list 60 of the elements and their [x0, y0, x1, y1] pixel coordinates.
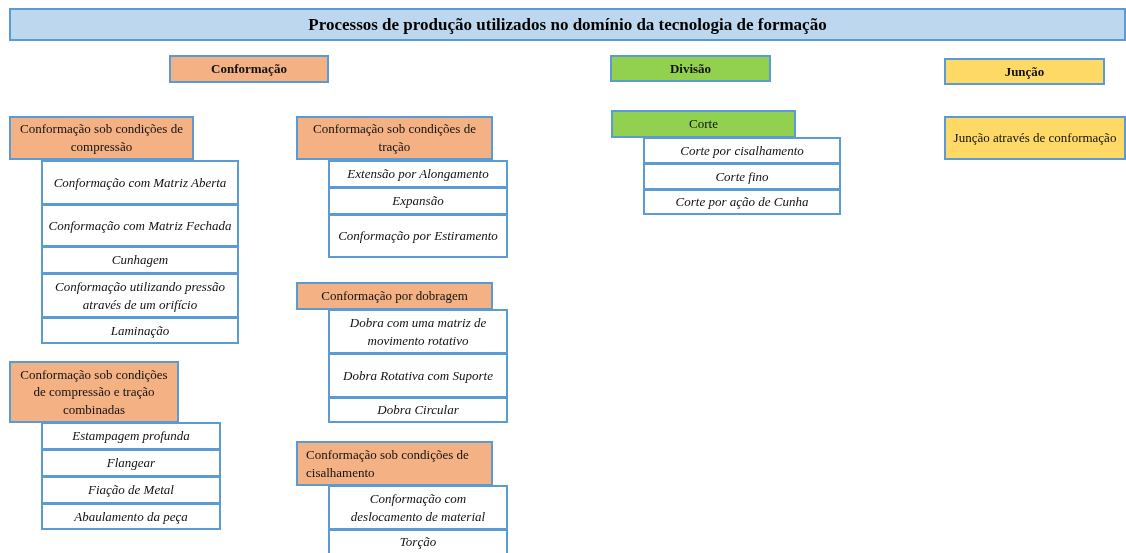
box-label: Conformação sob condições de tração — [312, 120, 477, 156]
group-box — [944, 116, 1126, 160]
box-label: Corte — [689, 115, 718, 133]
box-label: Extensão por Alongamento — [347, 165, 489, 183]
box-label: Corte por ação de Cunha — [675, 193, 809, 211]
group-box — [296, 116, 493, 160]
category-box — [169, 55, 329, 83]
process-box — [328, 529, 508, 553]
box-label: Conformação com deslocamento de material — [349, 489, 487, 526]
process-box — [41, 476, 221, 504]
group-box — [296, 282, 493, 310]
box-label: Conformação sob condições de compressão e tração combinadas — [19, 365, 169, 419]
process-box — [328, 187, 508, 215]
process-box — [41, 246, 239, 274]
title-banner: Processos de produção utilizados no domínio da tecnologia de formação — [9, 8, 1126, 41]
group-box — [9, 116, 194, 160]
box-label: Dobra Rotativa com Suporte — [343, 366, 493, 385]
box-label: Divisão — [669, 59, 712, 78]
box-label: Torção — [399, 533, 437, 551]
box-label: Conformação sob condições de compressão — [19, 120, 184, 156]
group-box — [611, 110, 796, 138]
box-label: Conformação utilizando pressão através de um orifício — [54, 277, 226, 314]
box-label: Corte por cisalhamento — [680, 141, 804, 160]
process-box — [328, 160, 508, 188]
box-label: Conformação por dobragem — [321, 287, 468, 305]
box-label: Conformação — [211, 60, 287, 78]
process-box — [41, 204, 239, 247]
box-label: Dobra com uma matriz de movimento rotativo — [348, 313, 488, 350]
process-box — [328, 485, 508, 530]
process-box — [41, 449, 221, 477]
box-label: Conformação por Estiramento — [338, 227, 498, 245]
box-label: Conformação com Matriz Aberta — [53, 173, 227, 192]
box-label: Fiação de Metal — [88, 481, 174, 499]
box-label: Conformação com Matriz Fechada — [48, 216, 232, 235]
process-box — [41, 317, 239, 344]
process-box — [41, 422, 221, 450]
category-box — [610, 55, 771, 82]
process-box — [328, 309, 508, 354]
box-label: Corte fino — [715, 167, 769, 186]
box-label: Expansão — [392, 192, 444, 210]
box-label: Junção através de conformação — [953, 129, 1117, 147]
box-label: Dobra Circular — [377, 401, 459, 419]
box-label: Cunhagem — [111, 251, 169, 269]
process-box — [328, 353, 508, 398]
category-box — [944, 58, 1105, 85]
group-box — [9, 361, 179, 423]
process-box — [41, 273, 239, 318]
process-box — [643, 163, 841, 190]
box-label: Junção — [1004, 62, 1045, 81]
process-box — [643, 189, 841, 215]
process-box — [328, 397, 508, 423]
box-label: Laminação — [110, 321, 170, 340]
box-label: Abaulamento da peça — [74, 507, 188, 526]
box-label: Flangear — [106, 454, 156, 472]
process-box — [328, 214, 508, 258]
box-label: Estampagem profunda — [72, 427, 190, 445]
process-box — [41, 160, 239, 205]
group-box — [296, 441, 493, 486]
box-label: Conformação sob condições de cisalhamento — [306, 445, 470, 482]
process-box — [41, 503, 221, 530]
